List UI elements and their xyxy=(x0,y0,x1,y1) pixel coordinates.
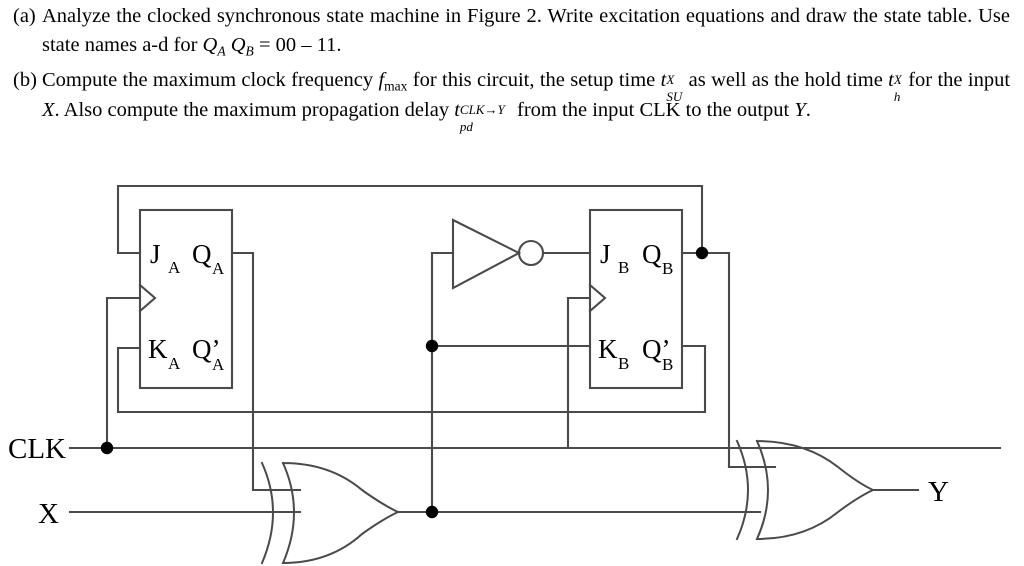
symbol-tpd: t xyxy=(454,98,460,121)
label-ja-sub: A xyxy=(168,258,181,277)
symbol-fmax: f xyxy=(378,69,385,91)
symbol-tsu: t xyxy=(660,69,667,91)
question-item-a: (a) Analyze the clocked synchronous stat… xyxy=(0,2,1024,61)
label-qb: Q xyxy=(642,239,662,269)
question-b-seg4: hold time xyxy=(804,69,889,91)
label-ka: K xyxy=(148,334,168,364)
symbol-th-sub: h xyxy=(893,89,901,104)
wire-clk-bus xyxy=(68,296,1002,450)
flipflop-b-clock-triangle xyxy=(588,283,607,313)
label-ja: J xyxy=(150,239,161,269)
question-item-b: (b) Compute the maximum clock frequency … xyxy=(0,66,1024,134)
label-jb-sub: B xyxy=(618,258,629,277)
question-a-line1: Analyze the clocked synchronous state ma… xyxy=(42,5,800,27)
junction-dot-xor1-kb xyxy=(425,339,439,353)
flipflop-b-labels: J B Q B K B Q’ B xyxy=(598,239,673,374)
label-qan: Q’ xyxy=(192,334,221,364)
xor-gate-2 xyxy=(735,439,876,541)
label-jb: J xyxy=(600,239,611,269)
inverter-1 xyxy=(451,218,545,290)
junction-dot-qb xyxy=(695,246,709,260)
symbol-qa-sub: A xyxy=(217,43,226,59)
label-qa-sub: A xyxy=(212,259,225,278)
label-qa: Q xyxy=(192,239,212,269)
question-marker-a: (a) xyxy=(13,5,36,27)
wire-qb-to-ja xyxy=(116,184,704,255)
symbol-th: t xyxy=(888,69,894,91)
wire-qb-to-xor2 xyxy=(680,251,777,469)
question-marker-b: (b) xyxy=(13,69,37,91)
label-qan-sub: A xyxy=(212,355,225,374)
label-clk-input: CLK xyxy=(8,433,66,465)
symbol-fmax-sub: max xyxy=(384,78,408,94)
flipflop-a-clock-triangle xyxy=(138,283,157,313)
question-b-seg7: from the xyxy=(511,98,588,121)
question-b-seg1: Compute the maximum clock frequency xyxy=(42,69,379,91)
symbol-tsu-sub: SU xyxy=(666,89,683,104)
symbol-qb-sub: B xyxy=(245,43,254,59)
circuit-diagram: J A Q A K A Q’ A J B Q B K B Q’ B CLK xyxy=(0,160,1024,566)
label-x-input: X xyxy=(38,498,59,530)
question-b-seg8: input CLK to the output xyxy=(592,98,795,121)
wire-xor1-out xyxy=(396,251,592,514)
label-kb: K xyxy=(598,334,618,364)
question-b-seg6: . Also compute the maximum propagation d… xyxy=(54,98,455,121)
label-y-output: Y xyxy=(928,476,949,508)
junction-dot-xor1-out xyxy=(425,505,439,519)
circuit-svg: J A Q A K A Q’ A J B Q B K B Q’ B CLK xyxy=(8,184,1002,565)
question-b-seg2: for this circuit, the setup time xyxy=(407,69,661,91)
xor-gate-1 xyxy=(260,461,401,565)
wire-qbn-to-ka xyxy=(116,344,707,414)
label-qbn-sub: B xyxy=(662,355,673,374)
wire-qa-to-xor1 xyxy=(230,251,302,492)
symbol-output-y: Y xyxy=(794,98,806,121)
question-text-a: Analyze the clocked synchronous state ma… xyxy=(42,2,1024,61)
symbol-th-sup: X xyxy=(893,72,902,87)
junction-dot-clk xyxy=(100,441,114,455)
question-b-seg9: . xyxy=(805,98,811,121)
symbol-input-x: X xyxy=(42,98,55,121)
symbol-tsu-sup: X xyxy=(666,72,675,87)
question-b-seg5: for the input xyxy=(902,69,1011,91)
symbol-qa: Q xyxy=(202,34,218,57)
label-qbn: Q’ xyxy=(642,334,671,364)
question-b-seg3: as well as the xyxy=(683,69,800,91)
symbol-tpd-sup: CLK→Y xyxy=(459,101,505,117)
flipflop-a-labels: J A Q A K A Q’ A xyxy=(148,239,225,374)
label-qb-sub: B xyxy=(662,259,673,278)
question-a-line2: draw the state table. Use state names a-… xyxy=(42,5,1011,57)
symbol-tpd-sub: pd xyxy=(459,118,473,134)
label-ka-sub: A xyxy=(168,354,181,373)
question-a-equation: = 00 – 11. xyxy=(253,34,342,57)
symbol-qb: Q xyxy=(230,34,246,57)
label-kb-sub: B xyxy=(618,354,629,373)
question-text-b: Compute the maximum clock frequency fmax… xyxy=(42,66,1024,134)
